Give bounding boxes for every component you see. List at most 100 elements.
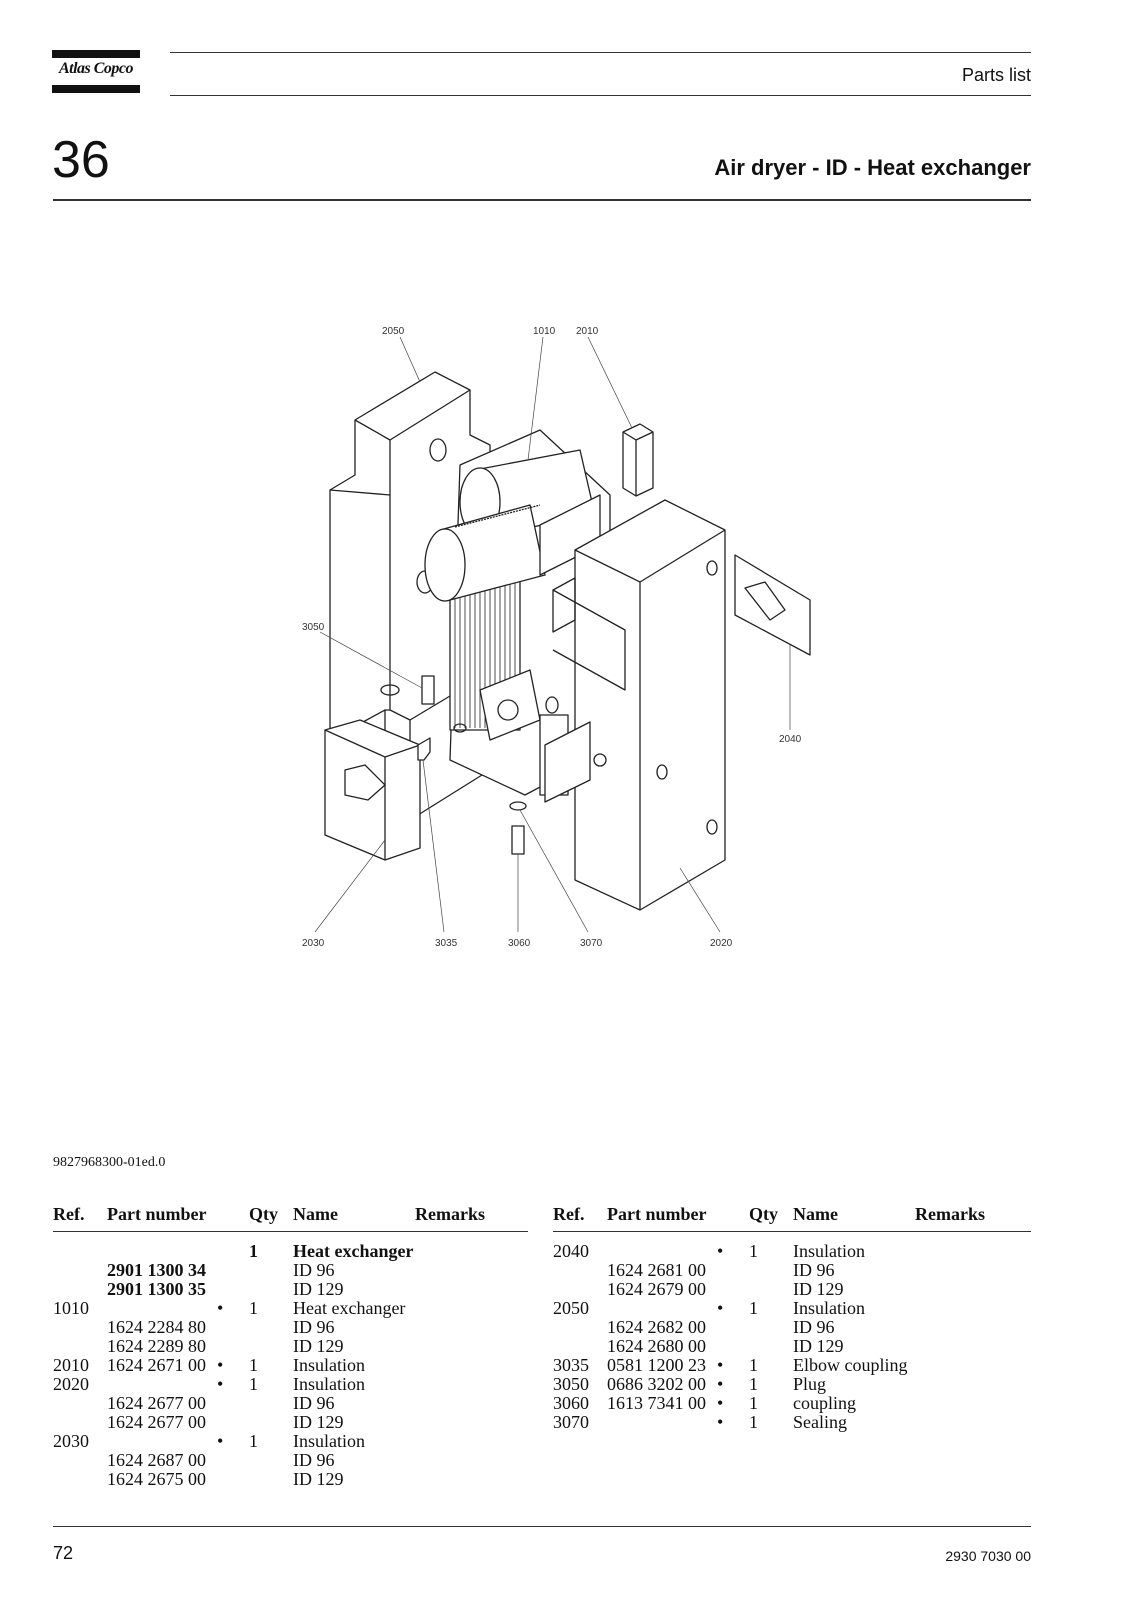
row-qty: 1	[249, 1374, 258, 1394]
document-code: 9827968300-01ed.0	[53, 1155, 166, 1170]
leader-lines	[314, 336, 791, 933]
section-label: Parts list	[961, 65, 1031, 85]
part-2020-insulation	[544, 499, 726, 911]
footer-rule	[53, 1526, 1031, 1527]
row-qty: 1	[749, 1393, 758, 1413]
part-2040-insulation	[734, 554, 811, 656]
part-3035-elbow-coupling	[417, 737, 431, 761]
header-rule-bottom	[170, 95, 1031, 96]
header-part-number: Part number	[607, 1204, 707, 1224]
page-number: 72	[53, 1543, 74, 1563]
table-row: 3060 1613 7341 00 • 1 coupling	[553, 1394, 1031, 1413]
callout-3035: 3035	[435, 938, 458, 949]
row-part-number: 2901 1300 35	[107, 1279, 206, 1299]
row-name: ID 96	[293, 1450, 335, 1470]
table-row: 1624 2675 00 ID 129	[53, 1470, 528, 1489]
row-part-number: 1613 7341 00	[607, 1393, 706, 1413]
chapter-title: Air dryer - ID - Heat exchanger	[714, 155, 1031, 180]
row-part-number: 1624 2284 80	[107, 1317, 206, 1337]
row-part-number: 1624 2679 00	[607, 1279, 706, 1299]
row-part-number: 1624 2677 00	[107, 1412, 206, 1432]
table-row: 1624 2682 00 ID 96	[553, 1318, 1031, 1337]
callout-1010: 1010	[533, 326, 556, 337]
row-part-number: 1624 2671 00	[107, 1355, 206, 1375]
row-name: Heat exchanger	[293, 1241, 414, 1261]
callout-2020: 2020	[710, 938, 733, 949]
row-name: ID 96	[293, 1317, 335, 1337]
table-row: 3050 0686 3202 00 • 1 Plug	[553, 1375, 1031, 1394]
row-part-number: 1624 2677 00	[107, 1393, 206, 1413]
row-part-number: 1624 2682 00	[607, 1317, 706, 1337]
row-part-number: 2901 1300 34	[107, 1260, 206, 1280]
row-ref: 3060	[553, 1393, 589, 1413]
header-ref: Ref.	[553, 1204, 585, 1224]
table-row: 1 Heat exchanger	[53, 1242, 528, 1261]
header-remarks: Remarks	[415, 1204, 485, 1224]
callout-2040: 2040	[779, 734, 802, 745]
header-remarks: Remarks	[915, 1204, 985, 1224]
callout-2030: 2030	[302, 938, 325, 949]
row-name: ID 96	[793, 1260, 835, 1280]
header-ref: Ref.	[53, 1204, 85, 1224]
row-name: Heat exchanger	[293, 1298, 406, 1318]
header-name: Name	[293, 1204, 338, 1224]
header-qty: Qty	[749, 1204, 778, 1224]
row-part-number: 1624 2680 00	[607, 1336, 706, 1356]
row-name: ID 129	[293, 1469, 344, 1489]
row-qty: 1	[249, 1355, 258, 1375]
logo-bar-bottom	[52, 85, 140, 93]
row-ref: 3035	[553, 1355, 589, 1375]
row-bullet: •	[217, 1355, 224, 1375]
row-name: coupling	[793, 1393, 856, 1413]
exploded-parts-drawing: 2050 1010 2010 3050 2040 2030 3035 3060 …	[302, 326, 811, 949]
brand-logo: Atlas Copco	[52, 50, 140, 94]
logo-text: Atlas Copco	[58, 60, 134, 77]
row-qty: 1	[749, 1374, 758, 1394]
row-ref: 2020	[53, 1374, 89, 1394]
row-part-number: 1624 2675 00	[107, 1469, 206, 1489]
header-rule-top	[170, 52, 1031, 53]
row-name: ID 129	[293, 1412, 344, 1432]
row-qty: 1	[749, 1412, 758, 1432]
row-name: Plug	[793, 1374, 827, 1394]
row-part-number: 1624 2687 00	[107, 1450, 206, 1470]
row-name: Sealing	[793, 1412, 847, 1432]
row-qty: 1	[249, 1241, 258, 1261]
row-bullet: •	[717, 1374, 724, 1394]
part-2030-insulation	[324, 719, 421, 861]
row-qty: 1	[249, 1298, 258, 1318]
row-ref: 3050	[553, 1374, 589, 1394]
part-3070-sealing	[509, 801, 527, 811]
row-bullet: •	[717, 1355, 724, 1375]
row-bullet: •	[217, 1431, 224, 1451]
row-part-number: 0581 1200 23	[607, 1355, 706, 1375]
row-qty: 1	[749, 1355, 758, 1375]
row-ref: 2050	[553, 1298, 589, 1318]
row-bullet: •	[717, 1298, 724, 1318]
row-bullet: •	[717, 1393, 724, 1413]
row-name: Insulation	[293, 1355, 365, 1375]
table-header: Ref. Part number Qty Name Remarks	[53, 1205, 528, 1232]
part-2010-insulation	[622, 423, 654, 497]
row-name: ID 96	[793, 1317, 835, 1337]
row-part-number: 0686 3202 00	[607, 1374, 706, 1394]
table-row: 1624 2687 00 ID 96	[53, 1451, 528, 1470]
header-name: Name	[793, 1204, 838, 1224]
row-part-number: 1624 2289 80	[107, 1336, 206, 1356]
row-qty: 1	[249, 1431, 258, 1451]
row-bullet: •	[217, 1298, 224, 1318]
table-header: Ref. Part number Qty Name Remarks	[553, 1205, 1031, 1232]
row-name: Insulation	[293, 1374, 365, 1394]
row-ref: 2040	[553, 1241, 589, 1261]
part-3060-coupling	[511, 825, 525, 855]
row-ref: 3070	[553, 1412, 589, 1432]
logo-bar-top	[52, 50, 140, 58]
title-rule	[53, 199, 1031, 201]
